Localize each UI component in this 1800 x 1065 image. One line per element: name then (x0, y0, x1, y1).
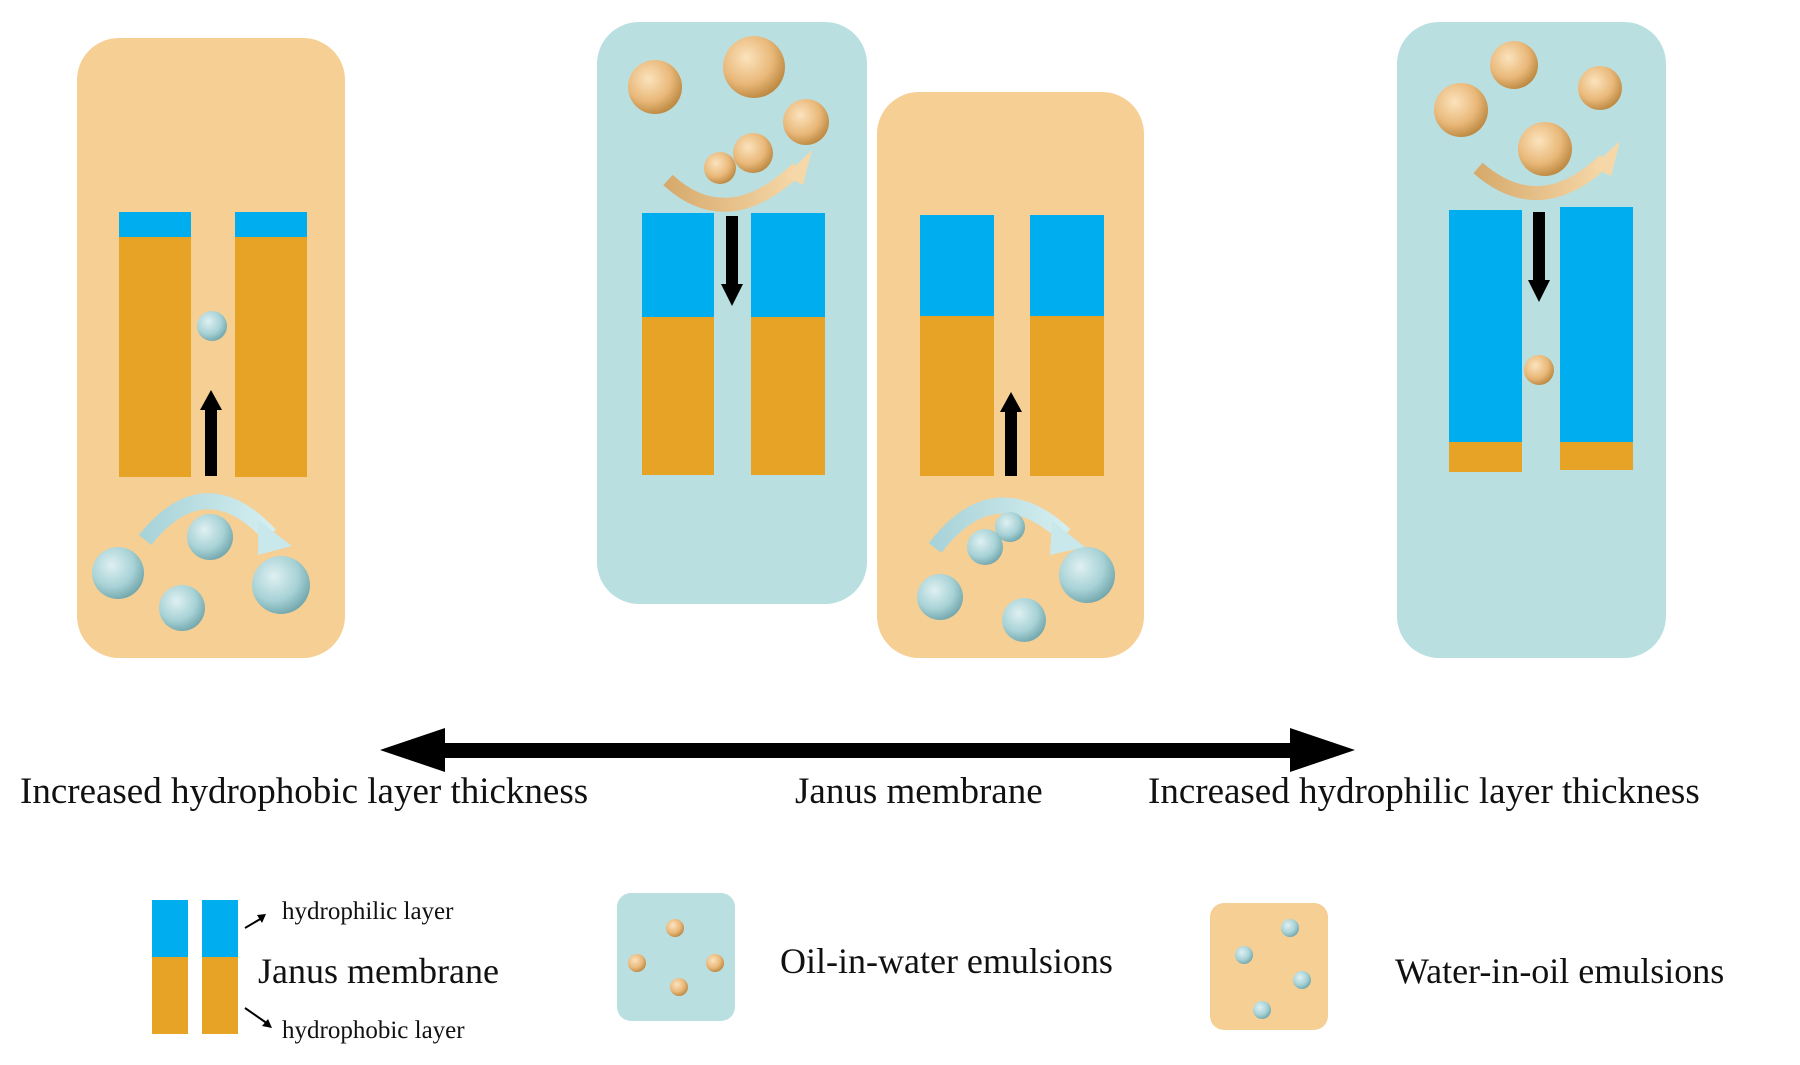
oil-droplet (723, 36, 785, 98)
membrane-right-hydrophobic (1030, 316, 1104, 476)
oil-droplet (1578, 66, 1622, 110)
membrane-right-hydrophobic (235, 237, 307, 477)
membrane-left-hydrophobic (642, 317, 714, 475)
panel-hydrophobic-thick (77, 38, 345, 658)
oil-droplet (783, 99, 829, 145)
legend-janus-label: Janus membrane (258, 951, 499, 991)
water-background (1397, 22, 1666, 658)
membrane-left-hydrophilic (920, 215, 994, 316)
water-background (597, 22, 867, 604)
down-arrow-icon (1528, 212, 1550, 302)
panel-janus-oil (877, 92, 1144, 658)
oil-droplet (1434, 83, 1488, 137)
panel-hydrophilic-thick (1397, 22, 1666, 658)
legend-water-in-oil-label: Water-in-oil emulsions (1395, 951, 1725, 991)
up-arrow-icon (200, 390, 222, 476)
membrane-left-hydrophilic (1449, 210, 1522, 442)
oil-droplet (704, 152, 736, 184)
oil-droplet (1490, 41, 1538, 89)
water-droplet (159, 585, 205, 631)
water-droplet (917, 574, 963, 620)
membrane-right-hydrophilic (1030, 215, 1104, 316)
up-arrow-icon (1000, 392, 1022, 476)
water-droplet (187, 514, 233, 560)
oil-background (77, 38, 345, 658)
membrane-left-hydrophobic (119, 237, 191, 477)
membrane-right-hydrophilic (751, 213, 825, 317)
water-droplet (1002, 598, 1046, 642)
membrane-right-hydrophilic (235, 212, 307, 237)
legend-membrane-icon (152, 900, 238, 1034)
water-droplet (252, 556, 310, 614)
double-headed-arrow-icon (380, 728, 1355, 772)
membrane-left-hydrophilic (119, 212, 191, 237)
curved-arrow-icon (138, 493, 292, 555)
pointer-arrow-icon (244, 1007, 272, 1028)
legend-water-in-oil-icon (1210, 903, 1328, 1030)
axis-center-label: Janus membrane (795, 771, 1043, 812)
oil-droplet (733, 133, 773, 173)
membrane-right-hydrophilic (1560, 207, 1633, 442)
water-droplet (197, 311, 227, 341)
legend-oil-in-water-icon (617, 893, 735, 1021)
water-droplet (967, 529, 1003, 565)
panel-janus-water (597, 22, 867, 604)
water-droplet (92, 547, 144, 599)
legend-hydrophilic-label: hydrophilic layer (282, 898, 454, 925)
water-droplet (1059, 547, 1115, 603)
membrane-left-hydrophobic (1449, 442, 1522, 472)
axis-left-label: Increased hydrophobic layer thickness (20, 771, 589, 812)
membrane-left-hydrophobic (920, 316, 994, 476)
pointer-arrow-icon (244, 914, 266, 929)
membrane-left-hydrophilic (642, 213, 714, 317)
oil-droplet (1524, 355, 1554, 385)
oil-droplet (628, 60, 682, 114)
legend-hydrophobic-label: hydrophobic layer (282, 1017, 465, 1044)
water-droplet (995, 512, 1025, 542)
down-arrow-icon (721, 216, 743, 306)
axis-right-label: Increased hydrophilic layer thickness (1148, 771, 1700, 812)
oil-droplet (1518, 122, 1572, 176)
membrane-right-hydrophobic (751, 317, 825, 475)
legend-oil-in-water-label: Oil-in-water emulsions (780, 941, 1113, 981)
curved-arrow-icon (663, 150, 812, 212)
curved-arrow-icon (1473, 141, 1620, 201)
membrane-right-hydrophobic (1560, 442, 1633, 470)
curved-arrow-icon (928, 497, 1085, 555)
